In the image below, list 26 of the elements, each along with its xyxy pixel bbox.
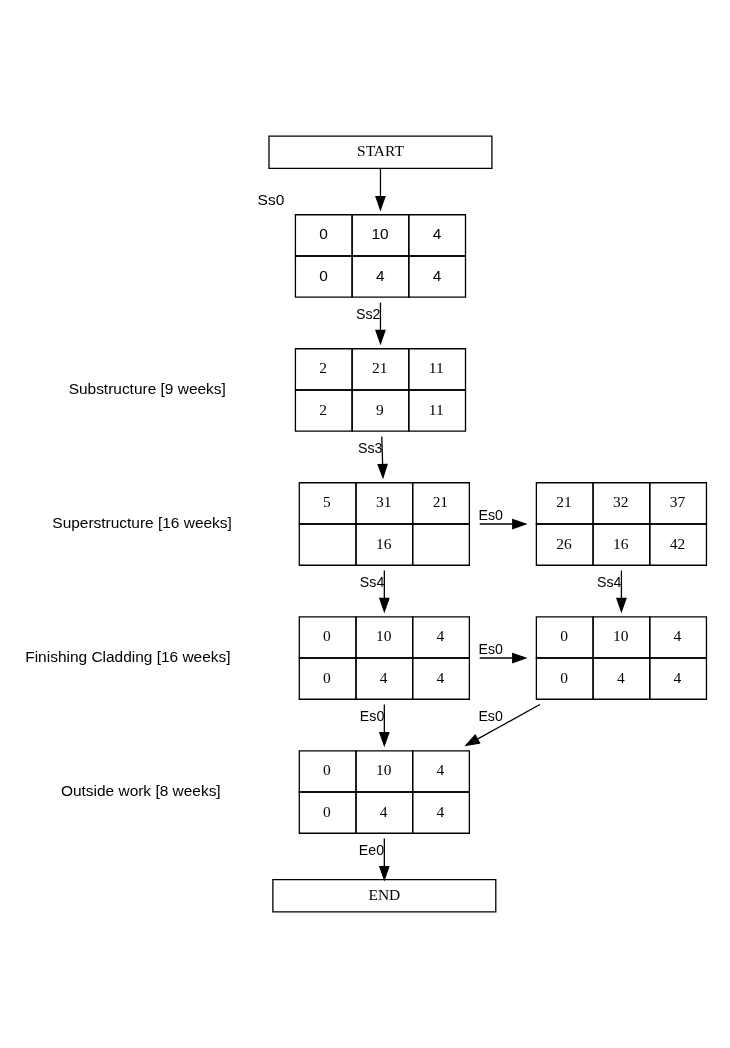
arrow xyxy=(375,167,386,212)
arrow xyxy=(375,301,386,346)
node-box: END xyxy=(272,879,497,913)
label: Outside work [8 weeks] xyxy=(60,782,221,800)
label: Finishing Cladding [16 weeks] xyxy=(25,648,231,665)
edge-label: Ss4 xyxy=(359,573,385,590)
label: Substructure [9 weeks] xyxy=(68,379,226,397)
edge-label: Es0 xyxy=(478,506,503,523)
arrow xyxy=(378,703,390,748)
node-box: START xyxy=(268,135,493,169)
edge-label: Ee0 xyxy=(358,841,385,858)
edge-label: Es0 xyxy=(359,707,385,724)
arrow xyxy=(479,518,528,530)
label: Superstructure [16 weeks] xyxy=(52,513,232,531)
arrow xyxy=(378,569,390,614)
arrow xyxy=(479,652,528,664)
edge-label: Ss3 xyxy=(357,439,383,456)
edge-label: Es0 xyxy=(478,707,503,724)
node-label: Ss0 xyxy=(257,191,285,209)
edge-label: Ss4 xyxy=(596,573,622,590)
edge-label: Es0 xyxy=(478,640,503,657)
arrow xyxy=(464,703,541,747)
arrow xyxy=(616,569,627,614)
edge-label: Ss2 xyxy=(356,305,381,322)
arrow xyxy=(377,435,388,480)
arrow xyxy=(378,837,390,882)
